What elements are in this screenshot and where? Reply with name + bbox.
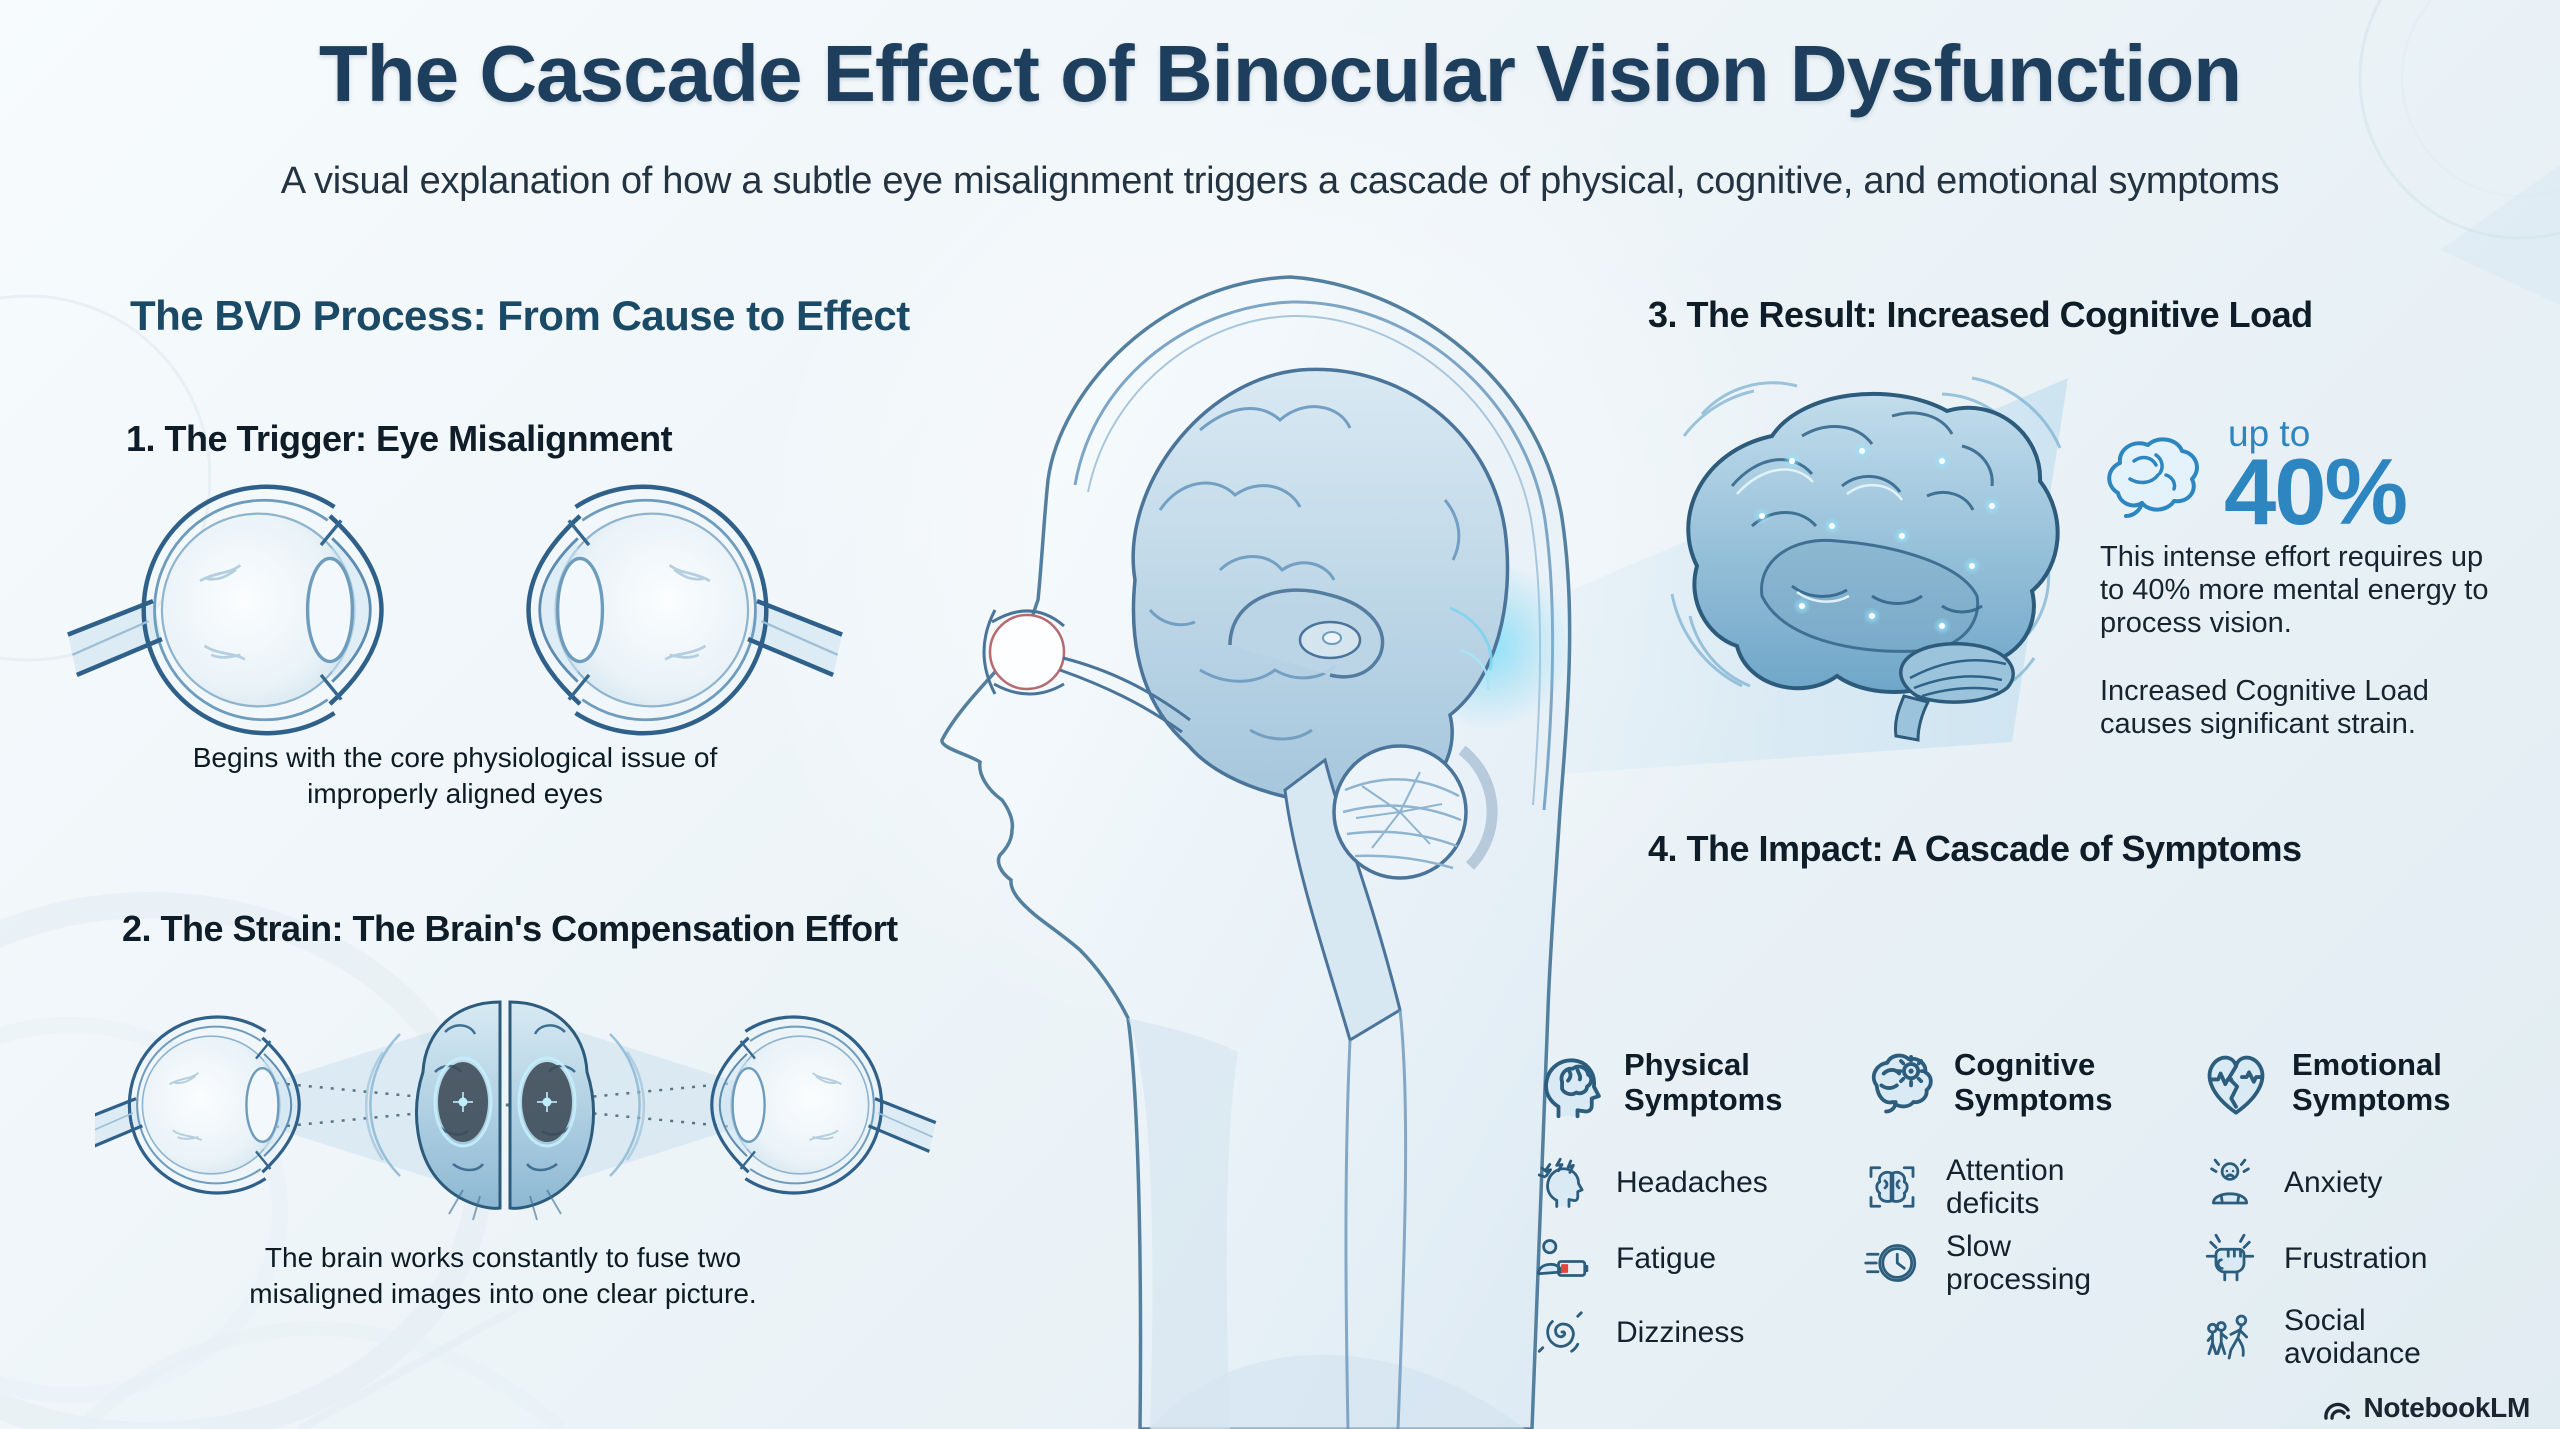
left-eyeball bbox=[68, 487, 382, 733]
stat-value: 40% bbox=[2224, 439, 2408, 544]
physical-symptoms-header: Physical Symptoms bbox=[1530, 1042, 1794, 1124]
impact-heading: 4. The Impact: A Cascade of Symptoms bbox=[1648, 828, 2302, 869]
symptom-dizziness: Dizziness bbox=[1534, 1304, 1801, 1360]
eye-in-socket bbox=[982, 609, 1191, 734]
head-profile-illustration bbox=[940, 275, 1573, 1429]
brand-watermark: NotebookLM bbox=[2322, 1392, 2530, 1424]
cognitive-load-brain-illustration bbox=[1670, 376, 2062, 742]
result-heading: 3. The Result: Increased Cognitive Load bbox=[1648, 294, 2313, 335]
step1-caption: Begins with the core physiological issue… bbox=[192, 742, 718, 810]
symptom-slow-processing: Slow processing bbox=[1864, 1230, 2131, 1296]
anxiety-icon bbox=[2210, 1158, 2250, 1205]
physical-symptoms-column: Physical Symptoms Headaches Fatigue Dizz… bbox=[1530, 1042, 1860, 1402]
social-avoidance-icon bbox=[2206, 1314, 2249, 1360]
fusion-illustration bbox=[95, 1000, 938, 1221]
fatigue-icon bbox=[1536, 1239, 1589, 1277]
symptom-label: Headaches bbox=[1616, 1165, 1768, 1199]
stat-note: Increased Cognitive Load causes signific… bbox=[2100, 675, 2429, 741]
misaligned-eyes-illustration bbox=[60, 475, 860, 745]
notebooklm-logo bbox=[2324, 1402, 2351, 1420]
right-eyeball bbox=[529, 487, 843, 733]
broken-heart-icon bbox=[2207, 1055, 2265, 1115]
symptom-label: Slow processing bbox=[1946, 1230, 2092, 1296]
process-heading: The BVD Process: From Cause to Effect bbox=[130, 292, 910, 339]
symptom-social-avoidance: Social avoidance bbox=[2202, 1304, 2469, 1370]
symptom-label: Fatigue bbox=[1616, 1241, 1717, 1275]
brain-gear-icon bbox=[1871, 1053, 1933, 1114]
cerebellum bbox=[1332, 744, 1468, 880]
step2-heading: 2. The Strain: The Brain's Compensation … bbox=[122, 908, 898, 949]
brain-sagittal bbox=[1131, 367, 1510, 807]
symptom-label: Attention deficits bbox=[1946, 1154, 2065, 1220]
symptom-anxiety: Anxiety bbox=[2202, 1154, 2469, 1210]
fusion-left-eye bbox=[95, 1015, 301, 1195]
attention-icon bbox=[1869, 1166, 1915, 1208]
symptom-attention-deficits: Attention deficits bbox=[1864, 1154, 2131, 1220]
stat-prefix: up to bbox=[2228, 413, 2311, 454]
step2-caption: The brain works constantly to fuse two m… bbox=[249, 1242, 757, 1310]
symptom-label: Dizziness bbox=[1616, 1315, 1745, 1349]
slow-processing-icon bbox=[1864, 1244, 1917, 1282]
top-view-brain bbox=[415, 1000, 595, 1221]
emotional-symptoms-header: Emotional Symptoms bbox=[2198, 1042, 2462, 1124]
symptom-label: Frustration bbox=[2284, 1241, 2428, 1275]
page-subtitle: A visual explanation of how a subtle eye… bbox=[280, 160, 2280, 202]
symptom-label: Social avoidance bbox=[2284, 1304, 2421, 1370]
page-title: The Cascade Effect of Binocular Vision D… bbox=[318, 29, 2242, 118]
symptom-headaches: Headaches bbox=[1534, 1154, 1801, 1210]
frustration-icon bbox=[2205, 1233, 2255, 1282]
physical-symptoms-title: Physical Symptoms bbox=[1624, 1047, 1783, 1117]
emotional-symptoms-title: Emotional Symptoms bbox=[2292, 1047, 2451, 1117]
dizziness-icon bbox=[1537, 1311, 1583, 1353]
symptom-fatigue: Fatigue bbox=[1534, 1230, 1801, 1286]
head-brain-icon bbox=[1544, 1058, 1601, 1119]
cognitive-symptoms-header: Cognitive Symptoms bbox=[1860, 1042, 2124, 1124]
emotional-symptoms-column: Emotional Symptoms Anxiety Frustration bbox=[2198, 1042, 2528, 1402]
neural-sparks bbox=[1753, 442, 2001, 635]
brand-name: NotebookLM bbox=[2363, 1392, 2530, 1423]
stat-block: up to 40% This intense effort requires u… bbox=[2098, 413, 2508, 743]
cognitive-symptoms-title: Cognitive Symptoms bbox=[1954, 1047, 2113, 1117]
step1-heading: 1. The Trigger: Eye Misalignment bbox=[126, 418, 673, 459]
stat-description: This intense effort requires up to 40% m… bbox=[2100, 541, 2489, 640]
brain-outline-icon bbox=[2107, 437, 2199, 518]
headache-icon bbox=[1537, 1157, 1584, 1208]
symptom-frustration: Frustration bbox=[2202, 1230, 2469, 1286]
symptom-label: Anxiety bbox=[2284, 1165, 2383, 1199]
cognitive-symptoms-column: Cognitive Symptoms Attention deficits Sl… bbox=[1860, 1042, 2190, 1402]
